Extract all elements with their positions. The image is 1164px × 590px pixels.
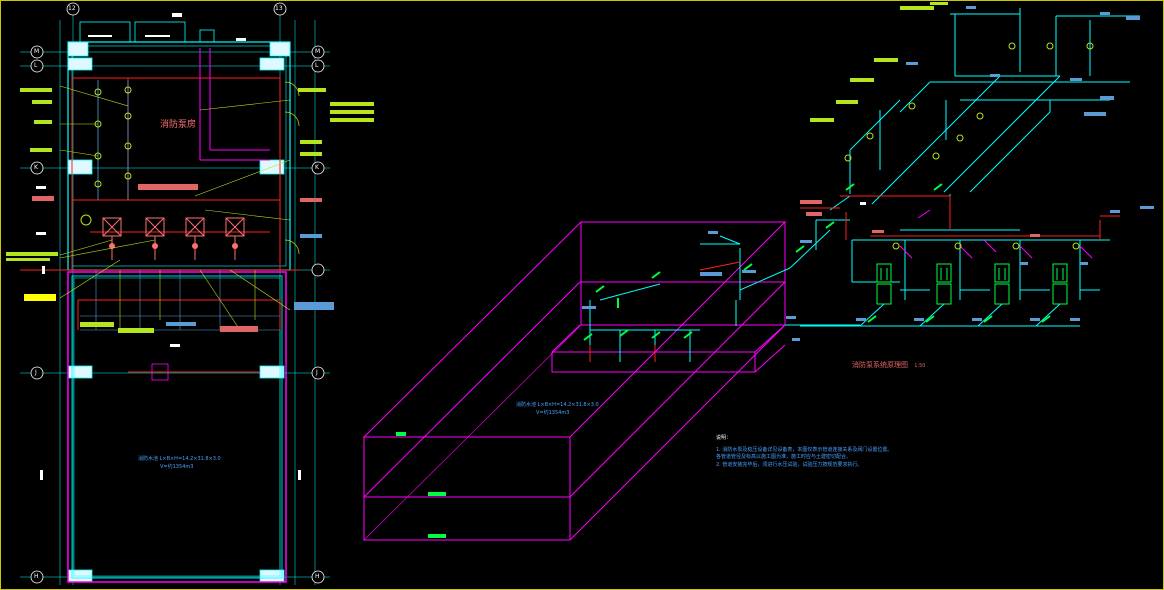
system-diagram-title: 消防泵系统原理图 1:50 bbox=[852, 362, 925, 369]
grid-bubble-13: 13 bbox=[275, 5, 283, 12]
grid-bubble-left-h: H bbox=[34, 573, 39, 580]
floor-plan bbox=[6, 13, 374, 585]
grid-bubble-left-k: K bbox=[34, 164, 38, 171]
pump-system-schematic bbox=[800, 2, 1154, 327]
grid-bubble-left-m: M bbox=[34, 48, 40, 55]
notes-item-3: 2. 管道安装完毕后，须进行水压试验，试验压力按规范要求执行。 bbox=[716, 462, 863, 468]
grid-bubble-right-h: H bbox=[315, 573, 320, 580]
isometric-piping bbox=[396, 229, 860, 538]
plan-tank-label-line2: V=约1354m3 bbox=[160, 464, 194, 470]
pump-room-label: 消防泵房 bbox=[160, 120, 197, 130]
notes-item-2: 各管道管径及标高以施工图为准，施工时应与土建密切配合。 bbox=[716, 454, 852, 460]
grid-bubble-12: 12 bbox=[68, 5, 76, 12]
iso-tank-label-line2: V=约1354m3 bbox=[536, 410, 570, 416]
grid-bubble-left-l: L bbox=[34, 62, 38, 69]
system-diagram-title-text: 消防泵系统原理图 bbox=[852, 361, 908, 369]
isometric-tank bbox=[362, 221, 787, 541]
grid-bubble-left-j: J bbox=[35, 369, 37, 376]
notes-item-1: 1. 消防水泵及稳压设备详见设备表，本图仅表示管道连接关系及阀门设置位置。 bbox=[716, 447, 893, 453]
plan-tank-label-line1: 消防水池 L×B×H=14.2×31.8×3.0 bbox=[138, 456, 221, 462]
grid-bubbles bbox=[30, 2, 325, 584]
grid-bubble-right-l: L bbox=[315, 62, 319, 69]
grid-bubble-right-k: K bbox=[315, 164, 319, 171]
grid-bubble-right-m: M bbox=[315, 48, 321, 55]
iso-tank-label-line1: 消防水池 L×B×H=14.2×31.8×3.0 bbox=[516, 402, 599, 408]
notes-heading: 说明： bbox=[716, 435, 732, 441]
system-diagram-scale: 1:50 bbox=[914, 363, 926, 369]
grid-bubble-right-j: J bbox=[316, 369, 318, 376]
